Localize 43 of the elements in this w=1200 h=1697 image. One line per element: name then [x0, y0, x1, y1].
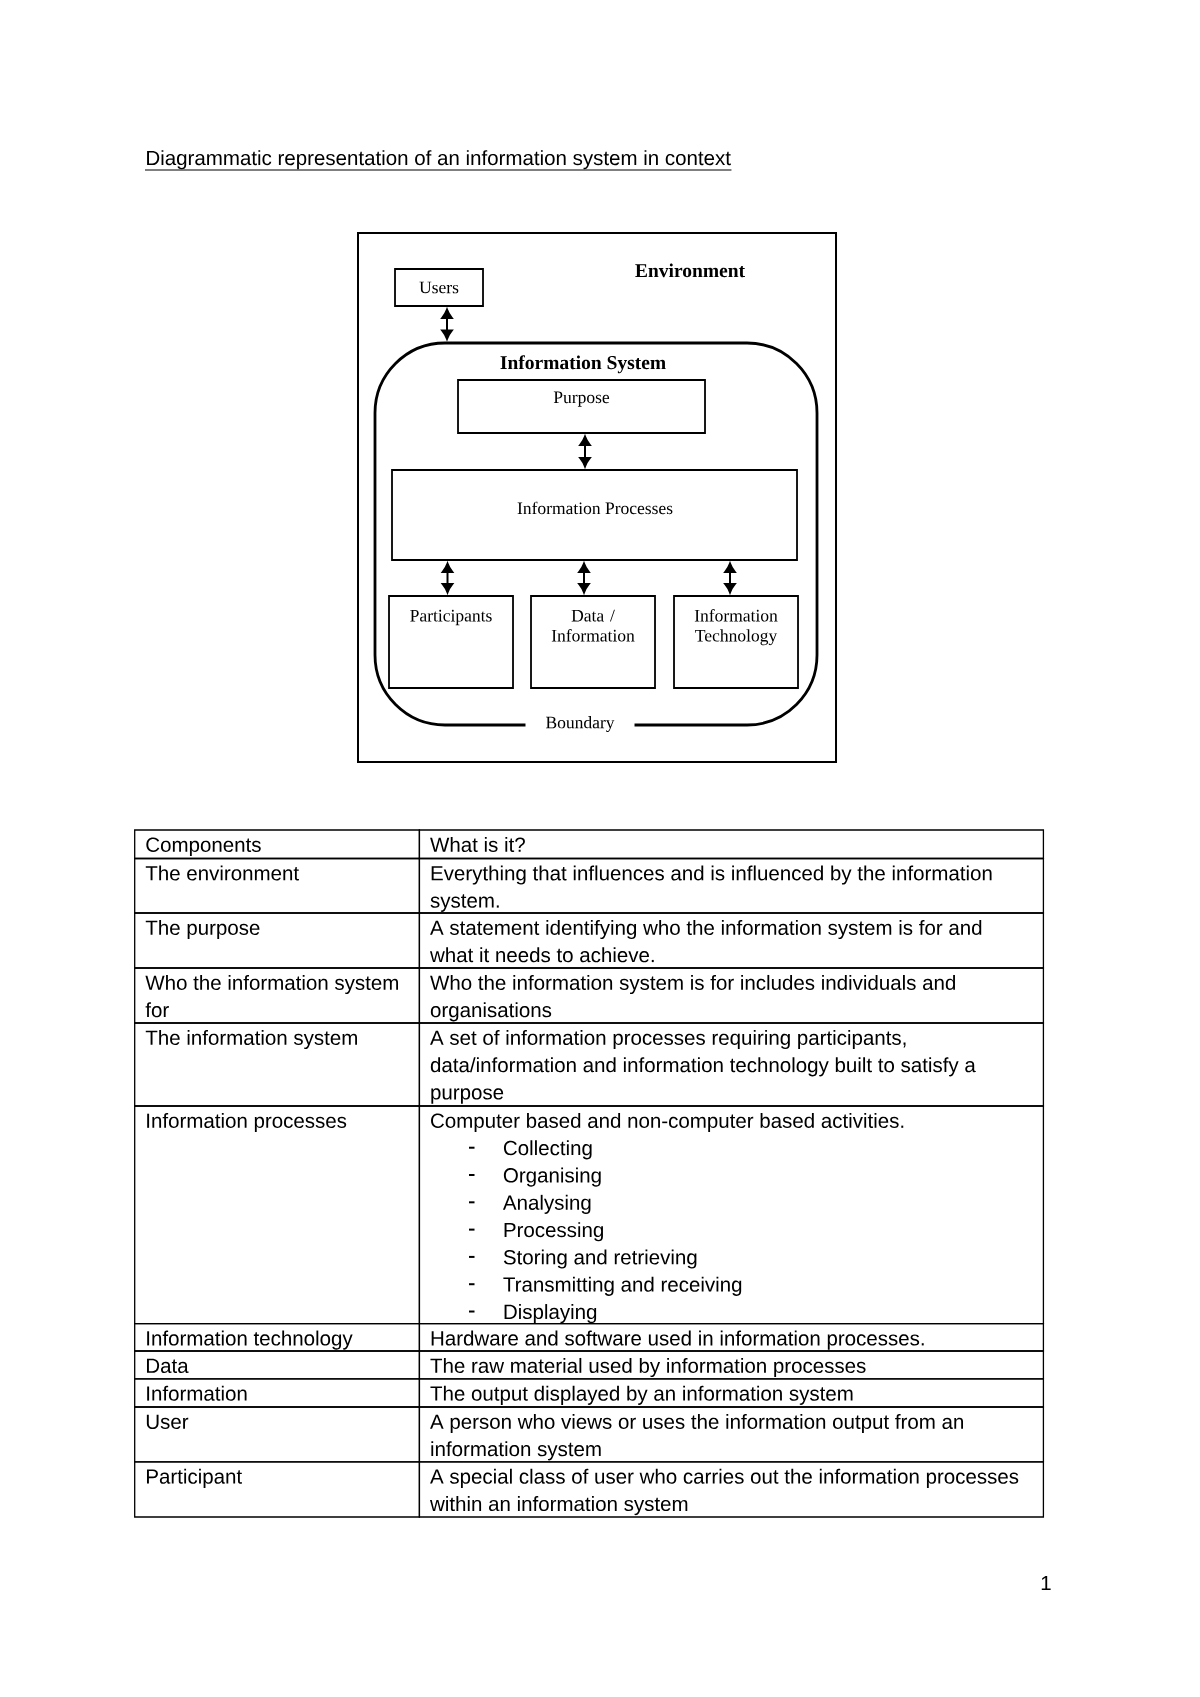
list-item: Collecting — [503, 1140, 592, 1160]
table-cell: The raw material used by information processes — [418, 1350, 1045, 1380]
table-cell: Who the information system for — [134, 967, 421, 1024]
table-cell: A set of information processes requiring participants, data/information and information technology built to satisfy a purpose — [418, 1022, 1045, 1107]
table-cell: Information — [134, 1378, 421, 1408]
list-item: Organising — [503, 1167, 601, 1187]
cell-text: Computer based and non-computer based activities. — [431, 1112, 904, 1133]
table-cell: Who the information system is for includes individuals and organisations — [418, 967, 1045, 1024]
table-cell: Information processes — [134, 1105, 421, 1325]
table-cell: A special class of user who carries out the information processes within an information system — [418, 1461, 1045, 1518]
page-number: 1 — [1041, 1575, 1051, 1590]
list-item: Displaying — [504, 1304, 597, 1324]
table-cell: A person who views or uses the information output from an information system — [418, 1406, 1045, 1463]
table-cell: Hardware and software used in information processes. — [418, 1322, 1045, 1352]
table-cell: Information technology — [134, 1322, 421, 1352]
table-cell: The output displayed by an information system — [418, 1378, 1045, 1408]
component-box: Information Technology — [673, 595, 799, 689]
table-cell: Everything that influences and is influenced by the information system. — [418, 857, 1045, 914]
page-title: Diagrammatic representation of an information system in context — [144, 150, 733, 171]
list-item: Analysing — [502, 1194, 591, 1214]
table-cell: The environment — [134, 857, 421, 914]
table-cell: User — [134, 1406, 421, 1463]
component-box: Purpose — [457, 379, 706, 434]
table-cell: Participant — [134, 1461, 421, 1518]
arrow — [441, 308, 453, 340]
arrow — [441, 562, 454, 594]
table-cell: The information system — [134, 1022, 421, 1107]
list-item: Transmitting and receiving — [503, 1276, 742, 1296]
list-item: Storing and retrieving — [503, 1249, 697, 1269]
arrow — [724, 562, 736, 594]
table-cell: The purpose — [134, 912, 421, 969]
list-item: Processing — [504, 1222, 603, 1242]
component-box: Participants — [388, 595, 514, 689]
boundary-label: Boundary — [525, 712, 635, 736]
component-box: Information Processes — [391, 469, 798, 561]
component-box: Data / Information — [530, 595, 656, 689]
arrow — [578, 562, 590, 594]
table-cell: A statement identifying who the information system is for and what it needs to achieve. — [418, 912, 1045, 969]
table-cell: Data — [134, 1350, 421, 1380]
component-box: Users — [394, 268, 484, 307]
table-cell: What is it? — [418, 829, 1045, 860]
table-cell: Components — [134, 829, 421, 860]
arrow — [579, 435, 591, 468]
